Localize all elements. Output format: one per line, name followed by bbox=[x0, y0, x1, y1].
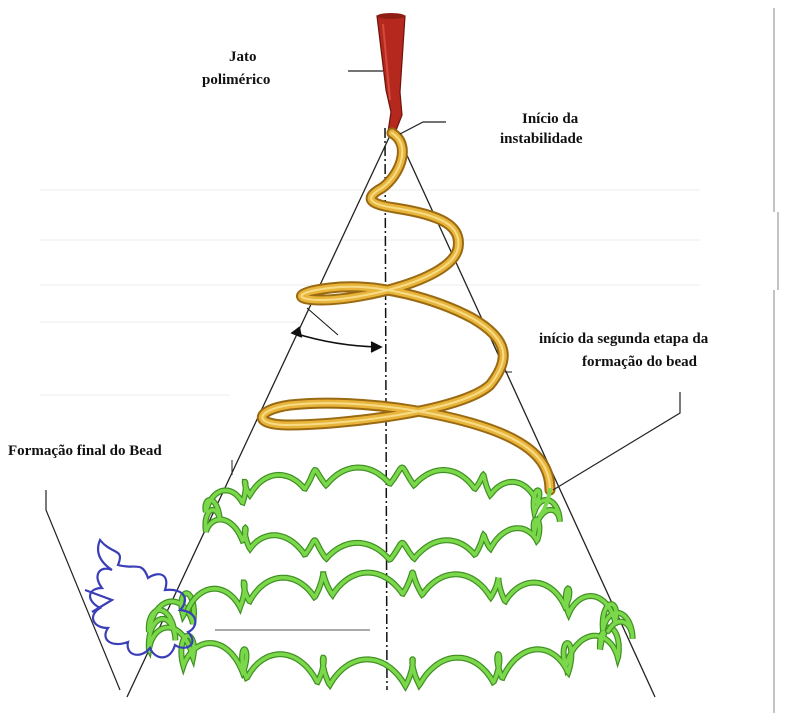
label-jet: Jato bbox=[229, 49, 257, 65]
bead-coil-path bbox=[149, 593, 619, 686]
bead-coil-green bbox=[149, 468, 633, 686]
label-second-stage-2: formação do bead bbox=[582, 354, 698, 370]
label-jet-2: polimérico bbox=[202, 72, 270, 88]
bead-coil-path bbox=[188, 573, 633, 639]
cone-angle-arrow bbox=[292, 308, 381, 352]
polymer-jet bbox=[377, 13, 405, 133]
bead-final-blue bbox=[85, 540, 195, 657]
frame-lines bbox=[774, 8, 778, 713]
label-instability-2: instabilidade bbox=[500, 131, 583, 147]
label-second-stage: início da segunda etapa da bbox=[539, 331, 709, 347]
spiral-highlight bbox=[262, 133, 550, 490]
bead-coil-path bbox=[205, 468, 559, 560]
jet-nozzle bbox=[377, 16, 405, 133]
instability-leader bbox=[400, 122, 446, 134]
label-instability: Início da bbox=[522, 111, 579, 127]
bead-coil-path bbox=[149, 593, 619, 686]
final-bead-leader bbox=[46, 490, 120, 690]
second-stage-leader bbox=[553, 392, 680, 490]
label-final-bead: Formação final do Bead bbox=[8, 443, 162, 459]
instability-spiral bbox=[262, 133, 550, 490]
